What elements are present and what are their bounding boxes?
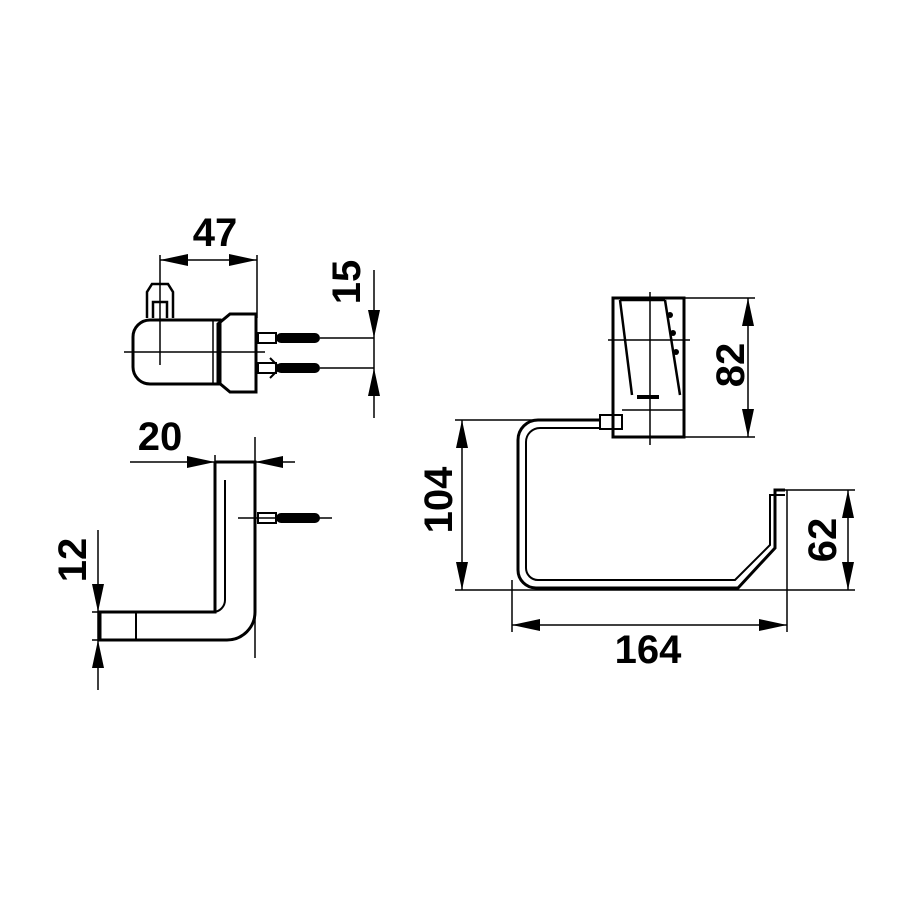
dim-label-12: 12: [51, 538, 95, 583]
holder-cap: [216, 312, 258, 394]
dim-label-82: 82: [709, 343, 753, 388]
brand-logo: [637, 395, 659, 399]
mount-block: [611, 296, 686, 439]
screw-icon: [257, 332, 320, 344]
dim-label-104: 104: [417, 466, 461, 533]
dim-label-164: 164: [615, 628, 682, 672]
front-view: 82 104 62 164: [417, 292, 855, 672]
dim-label-47: 47: [193, 211, 238, 255]
top-view: 47 15: [124, 211, 380, 418]
bar-profile: [98, 460, 257, 642]
towel-ring: [516, 418, 785, 590]
dim-label-62: 62: [801, 518, 845, 563]
side-view: 20 12: [51, 415, 332, 690]
screw-icon: [257, 357, 320, 379]
dim-label-20: 20: [138, 415, 183, 459]
dim-label-15: 15: [325, 260, 369, 305]
screw-icon: [238, 512, 332, 524]
holder-body: [131, 318, 222, 386]
